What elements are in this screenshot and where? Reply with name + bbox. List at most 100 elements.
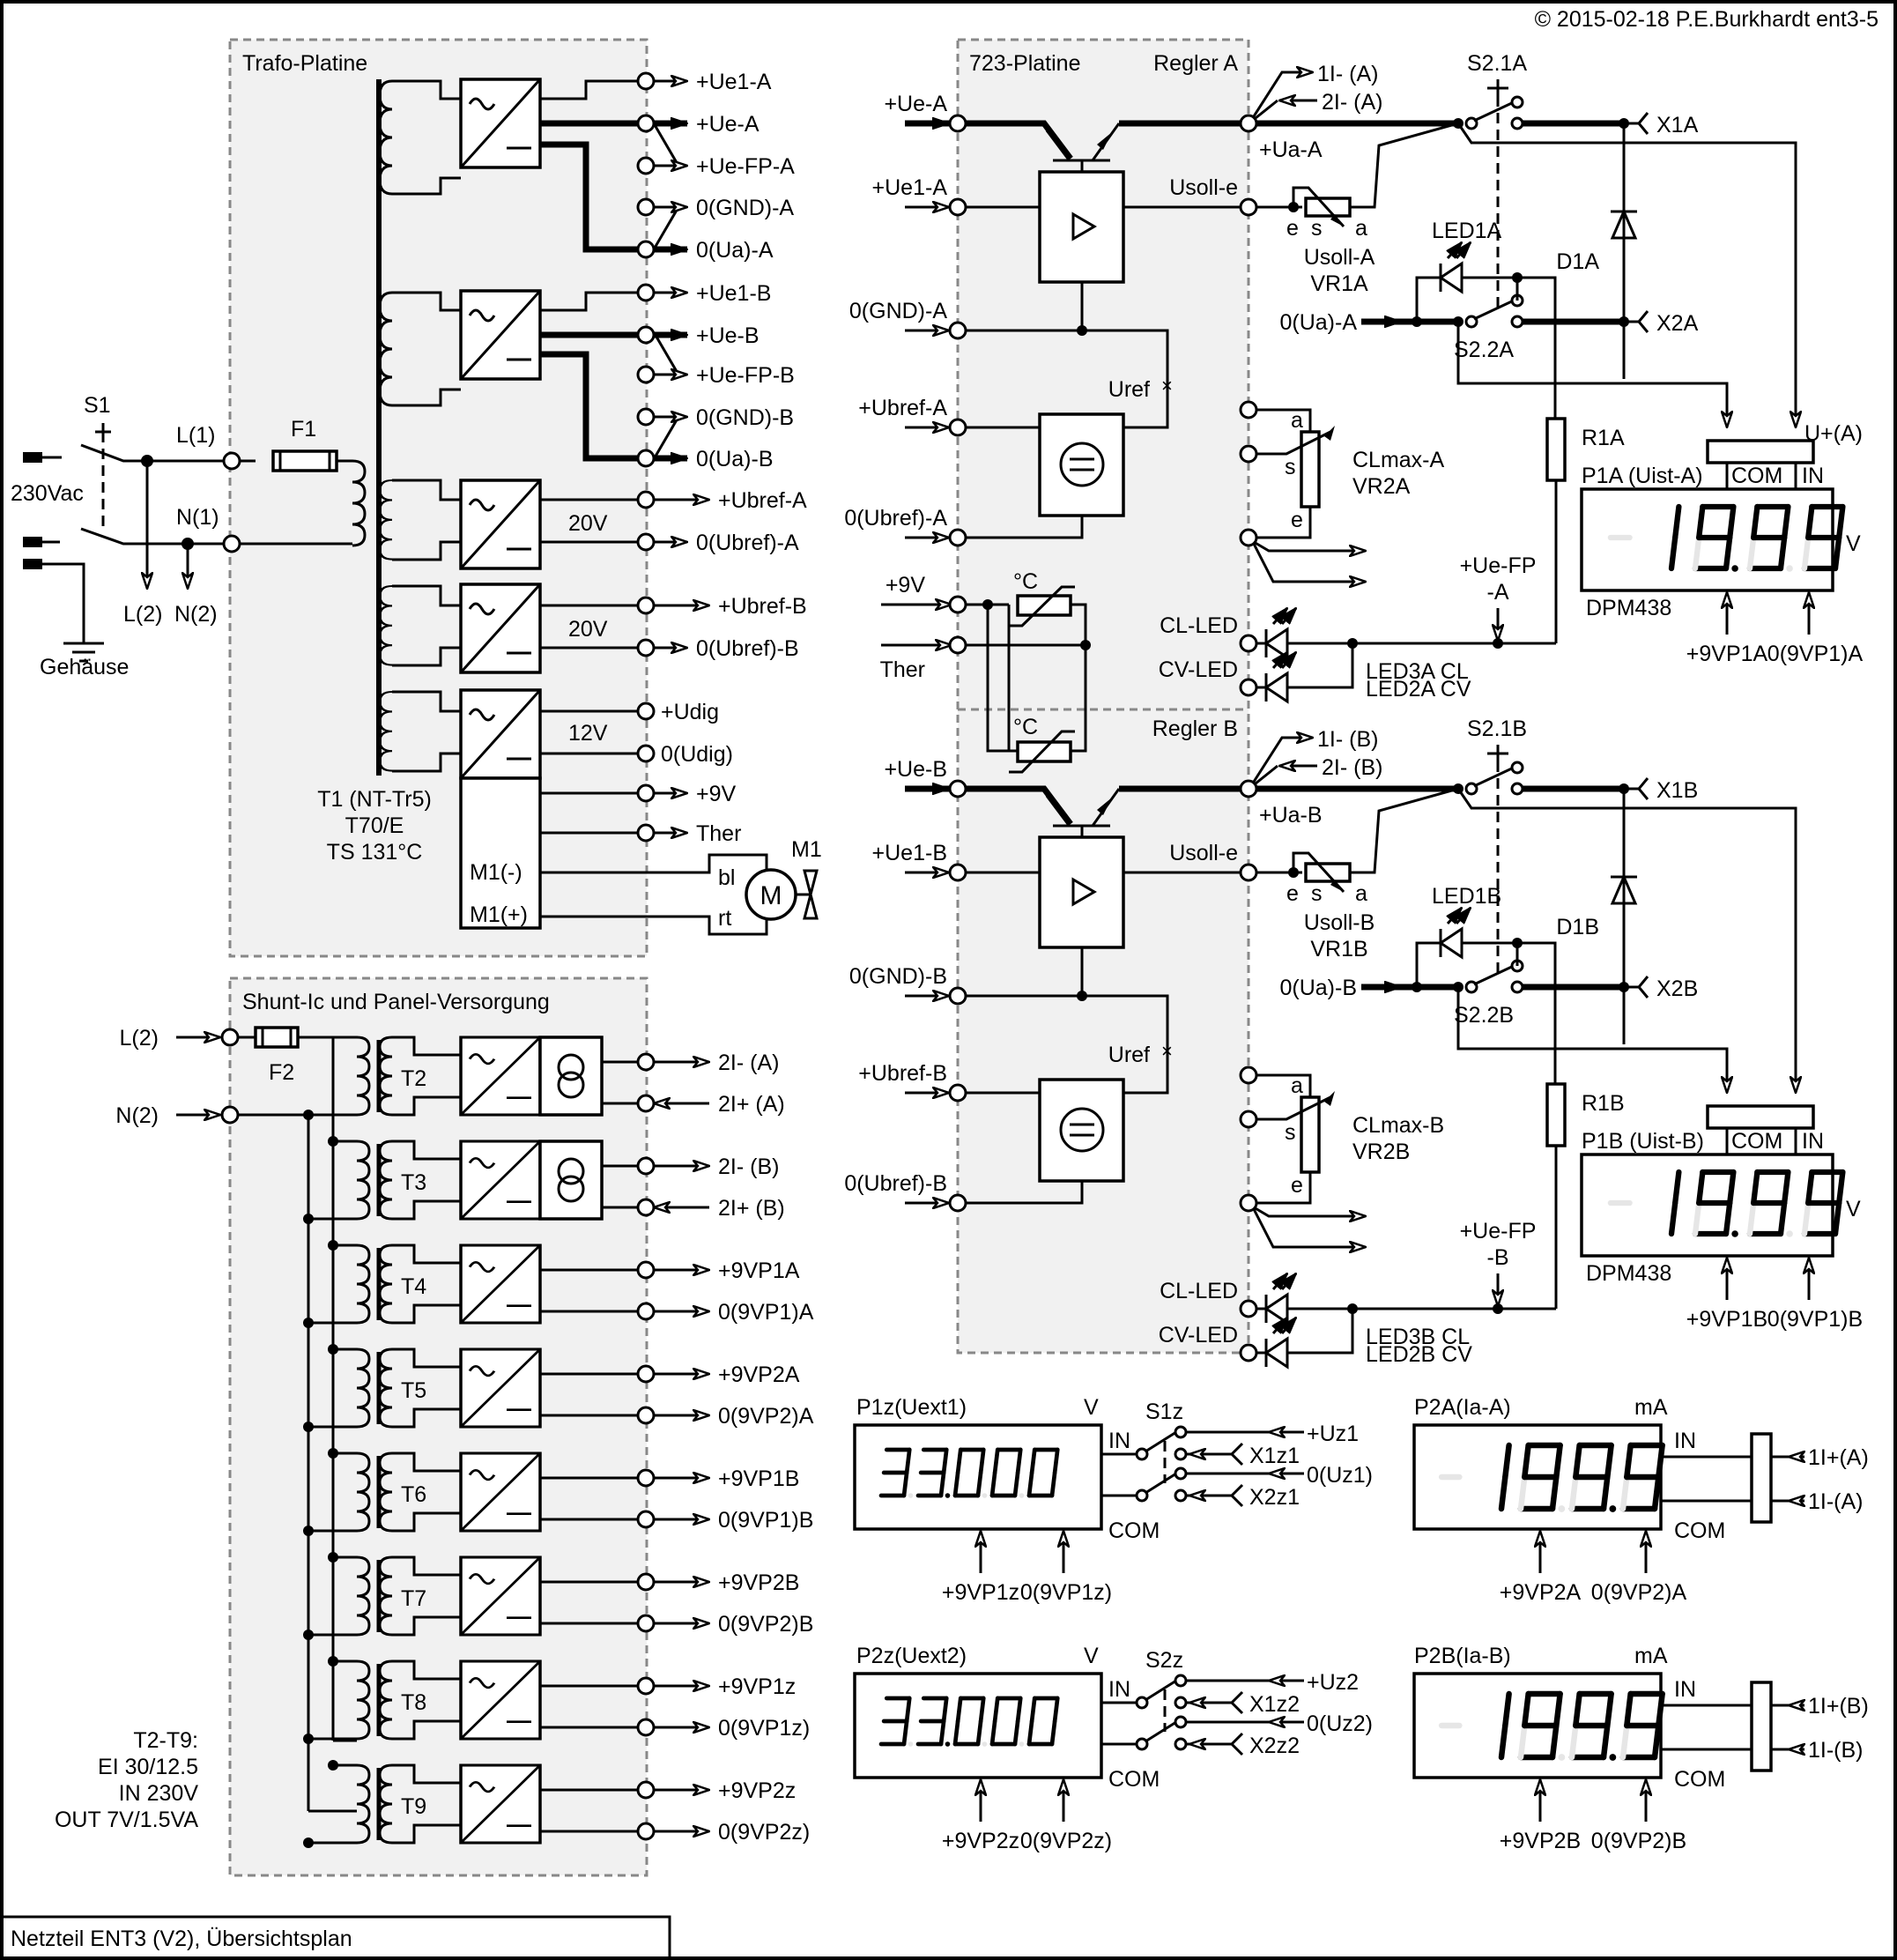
seven-segment-digit	[1517, 1690, 1566, 1761]
uefp-sub: -A	[1487, 580, 1509, 605]
meter-supply-zero: 0(9VP2)A	[1591, 1580, 1687, 1605]
shunt-output-label: 2I+ (B)	[718, 1196, 785, 1221]
shunt-connector	[1750, 1681, 1773, 1772]
meter-digits	[878, 1696, 1060, 1747]
cv-led-label: CV-LED	[1159, 657, 1238, 682]
thermistor-1-unit: °C	[1013, 569, 1038, 594]
shunt-output-terminal	[636, 1406, 656, 1425]
meter-input-x2: X2z1	[1249, 1485, 1300, 1510]
trafo-output-terminal	[636, 783, 656, 803]
trafo-output-label: +Udig	[661, 700, 719, 724]
switch-label: S1z	[1145, 1399, 1183, 1424]
regler-platine: 723-Platine Regler A Regler B +Ue-A+Ue1-…	[844, 38, 1323, 1362]
seven-segment-digit	[1668, 503, 1682, 572]
seven-segment-digit	[915, 1447, 951, 1498]
error-amplifier	[1038, 170, 1125, 284]
seven-segment-digit	[952, 1696, 988, 1747]
motor-wire-rt: rt	[718, 906, 731, 931]
motor-wire-bl: bl	[718, 865, 735, 890]
shunt-platine: Shunt-Ic und Panel-Versorgung L(2) N(2) …	[55, 976, 814, 1877]
regler-input-terminal	[948, 418, 967, 437]
shunt-output-terminal	[636, 1510, 656, 1529]
switch2-label: S2.2A	[1454, 338, 1514, 362]
trafo-platine: Trafo-Platine F1 20V	[228, 38, 822, 958]
meter-input-x1: X1z2	[1249, 1692, 1300, 1717]
regler-input-terminal	[948, 114, 967, 133]
seven-segment-digit	[989, 1447, 1025, 1498]
regler-input-label: +Ubref-A	[858, 396, 947, 420]
regler-output-terminal	[1239, 197, 1258, 217]
thermistor-2-unit: °C	[1013, 715, 1038, 739]
meter-supply-plus: +9VP1B	[1686, 1307, 1767, 1332]
cl-led-label: CL-LED	[1160, 1279, 1238, 1303]
meter-supply-zero: 0(9VP1z)	[1020, 1580, 1112, 1605]
seven-segment-digit	[1746, 1169, 1793, 1237]
shunt-connector	[1750, 1432, 1773, 1524]
trafo-output-label: +9V	[696, 782, 737, 806]
ua-label: +Ua-B	[1259, 803, 1323, 828]
shunt-output-label: +9VP2B	[718, 1570, 799, 1595]
seven-segment-digit	[878, 1696, 914, 1747]
switch2-label: S2.2B	[1454, 1003, 1514, 1028]
shunt-platine-title: Shunt-Ic und Panel-Versorgung	[242, 990, 550, 1014]
regler-output-terminal	[1239, 114, 1258, 133]
shunt-output-terminal	[636, 1780, 656, 1800]
trafo-output-terminal	[636, 449, 656, 468]
ac-dc-converter	[459, 1348, 542, 1429]
led1-label: LED1A	[1432, 219, 1502, 243]
resistor	[1545, 1082, 1567, 1147]
voltage-reference	[1038, 412, 1125, 517]
fuse-f1-label: F1	[291, 417, 316, 442]
shunt-output-label: +9VP1A	[718, 1258, 800, 1283]
shunt-output-terminal	[636, 1614, 656, 1633]
t1-type: T70/E	[345, 813, 404, 838]
meter-name: P2z(Uext2)	[856, 1644, 967, 1668]
pot-pin-s: s	[1311, 216, 1323, 241]
meter-supply-zero: 0(9VP1)B	[1767, 1307, 1863, 1332]
l1-label: L(1)	[176, 423, 215, 448]
shunt-output-label: +9VP1B	[718, 1466, 799, 1491]
trafo-output-label: +Ue-FP-B	[696, 363, 795, 388]
seven-segment-digit	[1801, 1169, 1846, 1237]
trafo-output-label: +Ue-A	[696, 112, 760, 137]
shunt-output-terminal	[636, 1198, 656, 1217]
trafo-output-label: +Ue-FP-A	[696, 154, 795, 179]
regler-input-terminal	[948, 1193, 967, 1213]
trafo-output-terminal	[636, 823, 656, 843]
regler-input-terminal	[948, 321, 967, 340]
meter-digits	[878, 1447, 1060, 1498]
shunt-output-terminal	[636, 1822, 656, 1841]
title-block	[0, 1915, 671, 1960]
meter-name: P1A (Uist-A)	[1582, 464, 1703, 488]
therm-input-ther: Ther	[880, 657, 925, 682]
transformer-label: T2	[401, 1066, 426, 1091]
current-source	[538, 1036, 604, 1117]
regler-input-label: +Ue-B	[884, 757, 947, 782]
fan-controller	[459, 776, 542, 930]
shunt-output-terminal	[636, 1718, 656, 1737]
led3-label: LED3A CL	[1366, 659, 1469, 684]
meter-input-plus: 1I+(A)	[1808, 1445, 1869, 1470]
transformer-label: T6	[401, 1482, 426, 1507]
regler-input-terminal	[948, 1083, 967, 1102]
pot-pin-a: a	[1355, 881, 1367, 906]
trafo-output-label: +Ue-B	[696, 323, 760, 348]
shunt-output-label: 0(9VP1)B	[718, 1508, 813, 1533]
trafo-output-label: 0(Udig)	[661, 742, 733, 767]
trafo-note-2: EI 30/12.5	[98, 1755, 198, 1779]
transformer-label: T5	[401, 1378, 426, 1403]
shunt-output-label: 0(9VP1)A	[718, 1300, 814, 1325]
trafo-note-3: IN 230V	[119, 1781, 199, 1806]
trafo-output-terminal	[636, 532, 656, 552]
trafo-note-4: OUT 7V/1.5VA	[55, 1808, 198, 1832]
shunt-output-terminal	[636, 1052, 656, 1072]
t1-thermal: TS 131°C	[327, 840, 423, 865]
i1-label: 1I- (A)	[1317, 62, 1378, 86]
meter-connector	[1706, 439, 1815, 464]
trafo-output-terminal	[636, 325, 656, 345]
trafo-output-terminal	[636, 702, 656, 721]
shunt-output-label: +9VP2z	[718, 1778, 796, 1803]
panel-meter-display	[853, 1672, 1103, 1779]
ua0-label: 0(Ua)-B	[1279, 976, 1357, 1000]
